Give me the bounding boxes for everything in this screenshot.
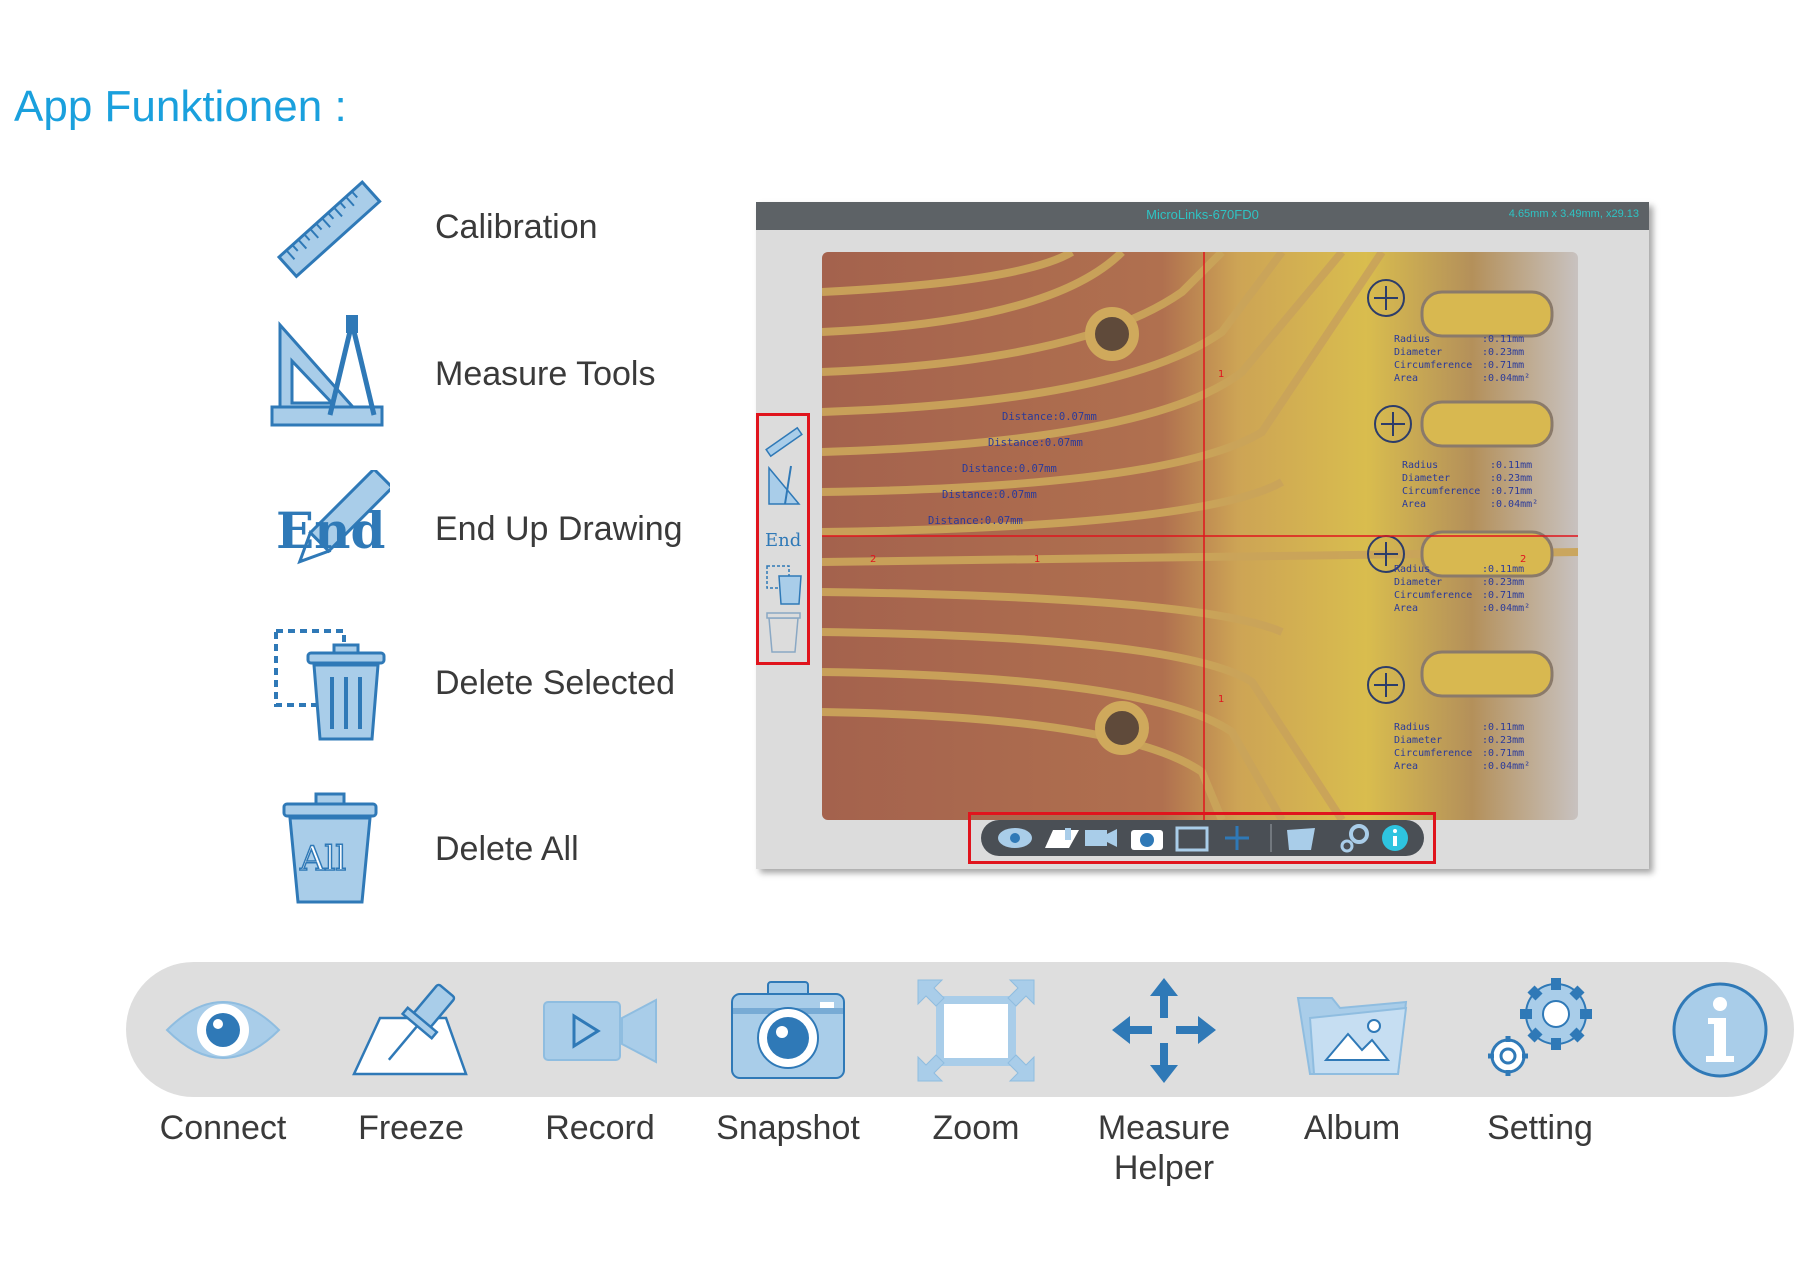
- svg-text:Radius: Radius: [1394, 722, 1430, 733]
- svg-text::0.04mm²: :0.04mm²: [1482, 603, 1530, 614]
- svg-text:End: End: [765, 530, 801, 551]
- toolbar-label-measure-helper: Measure Helper: [1097, 1109, 1231, 1187]
- svg-text::0.23mm: :0.23mm: [1482, 735, 1524, 746]
- camera-icon[interactable]: [728, 978, 848, 1083]
- mini-measure-tools-icon[interactable]: [768, 465, 801, 505]
- svg-text::0.11mm: :0.11mm: [1482, 722, 1524, 733]
- mini-toolbar-highlight: [968, 812, 1436, 864]
- feature-label-delete-selected: Delete Selected: [435, 664, 676, 702]
- side-tool-strip: End: [756, 413, 810, 665]
- svg-text::0.04mm²: :0.04mm²: [1482, 761, 1530, 772]
- mini-album-icon[interactable]: [1287, 828, 1315, 850]
- end-pencil-icon: End: [276, 470, 390, 565]
- feature-label-measure-tools: Measure Tools: [435, 355, 656, 393]
- svg-text:Circumference: Circumference: [1394, 590, 1472, 601]
- field-of-view-info: 4.65mm x 3.49mm, x29.13: [1508, 208, 1639, 220]
- svg-text:Area: Area: [1394, 373, 1418, 384]
- svg-text:1: 1: [1034, 554, 1040, 565]
- svg-text::0.23mm: :0.23mm: [1482, 347, 1524, 358]
- toolbar-label-snapshot: Snapshot: [716, 1109, 860, 1147]
- svg-text::0.23mm: :0.23mm: [1482, 577, 1524, 588]
- svg-text:End: End: [276, 501, 385, 560]
- mini-video-icon[interactable]: [1085, 829, 1117, 847]
- svg-text:Diameter: Diameter: [1394, 347, 1442, 358]
- gears-icon[interactable]: [1480, 978, 1600, 1083]
- svg-text::0.71mm: :0.71mm: [1482, 360, 1524, 371]
- microscope-image: 2 1 2 1 1 Distance:0.07mm Distance:0.07m…: [822, 252, 1578, 820]
- toolbar-label-setting: Setting: [1487, 1109, 1593, 1147]
- svg-text:All: All: [299, 839, 346, 879]
- mini-delete-all-icon[interactable]: [766, 612, 801, 653]
- mini-pushpin-icon[interactable]: [1045, 828, 1079, 848]
- video-camera-icon[interactable]: [540, 978, 660, 1083]
- svg-text:Diameter: Diameter: [1394, 577, 1442, 588]
- mini-gears-icon[interactable]: [1340, 824, 1369, 853]
- svg-text:Circumference: Circumference: [1394, 748, 1472, 759]
- svg-text::0.71mm: :0.71mm: [1482, 590, 1524, 601]
- trash-selected-icon: [274, 629, 386, 741]
- mini-toolbar: [981, 820, 1424, 856]
- mini-camera-icon[interactable]: [1131, 830, 1163, 850]
- svg-text:Area: Area: [1394, 761, 1418, 772]
- trash-all-icon: All: [282, 792, 378, 904]
- mini-eye-icon[interactable]: [998, 828, 1032, 848]
- svg-text:2: 2: [870, 554, 876, 565]
- move-arrows-icon[interactable]: [1104, 978, 1224, 1083]
- svg-text:Area: Area: [1402, 499, 1426, 510]
- svg-text::0.04mm²: :0.04mm²: [1490, 499, 1538, 510]
- feature-label-calibration: Calibration: [435, 208, 598, 246]
- mini-info-icon[interactable]: [1382, 825, 1408, 851]
- svg-text:Distance:0.07mm: Distance:0.07mm: [962, 463, 1057, 475]
- mini-zoom-icon[interactable]: [1175, 826, 1209, 852]
- eye-icon[interactable]: [163, 978, 283, 1083]
- svg-text:Diameter: Diameter: [1402, 473, 1450, 484]
- zoom-frame-icon[interactable]: [916, 978, 1036, 1083]
- svg-text::0.11mm: :0.11mm: [1482, 334, 1524, 345]
- svg-text:1: 1: [1218, 369, 1224, 380]
- svg-text:Distance:0.07mm: Distance:0.07mm: [942, 489, 1037, 501]
- feature-label-delete-all: Delete All: [435, 830, 579, 868]
- svg-text:Circumference: Circumference: [1394, 360, 1472, 371]
- svg-text:Diameter: Diameter: [1394, 735, 1442, 746]
- svg-text::0.11mm: :0.11mm: [1482, 564, 1524, 575]
- mini-end-drawing-icon[interactable]: End: [765, 530, 801, 551]
- svg-text:Radius: Radius: [1394, 564, 1430, 575]
- svg-text:Circumference: Circumference: [1402, 486, 1480, 497]
- svg-text::0.71mm: :0.71mm: [1490, 486, 1532, 497]
- svg-text:1: 1: [1218, 694, 1224, 705]
- screenshot-title-bar: MicroLinks-670FD0 4.65mm x 3.49mm, x29.1…: [756, 202, 1649, 230]
- svg-text:Distance:0.07mm: Distance:0.07mm: [988, 437, 1083, 449]
- toolbar-label-freeze: Freeze: [358, 1109, 464, 1147]
- toolbar-label-zoom: Zoom: [932, 1109, 1020, 1147]
- toolbar-label-album: Album: [1303, 1109, 1401, 1147]
- svg-text:Distance:0.07mm: Distance:0.07mm: [1002, 411, 1097, 423]
- mini-ruler-icon[interactable]: [765, 426, 803, 458]
- svg-text:Radius: Radius: [1402, 460, 1438, 471]
- svg-text::0.71mm: :0.71mm: [1482, 748, 1524, 759]
- svg-text::0.04mm²: :0.04mm²: [1482, 373, 1530, 384]
- svg-text::0.23mm: :0.23mm: [1490, 473, 1532, 484]
- ruler-icon: [276, 180, 382, 279]
- page-title: App Funktionen :: [14, 82, 347, 131]
- svg-text:2: 2: [1520, 554, 1526, 565]
- mini-move-icon[interactable]: [1225, 826, 1249, 850]
- device-name: MicroLinks-670FD0: [1146, 207, 1259, 222]
- album-folder-icon[interactable]: [1292, 978, 1412, 1083]
- info-icon[interactable]: [1660, 978, 1780, 1083]
- app-screenshot: MicroLinks-670FD0 4.65mm x 3.49mm, x29.1…: [756, 202, 1649, 869]
- svg-text:Area: Area: [1394, 603, 1418, 614]
- svg-text::0.11mm: :0.11mm: [1490, 460, 1532, 471]
- mini-delete-selected-icon[interactable]: [766, 565, 802, 605]
- pushpin-icon[interactable]: [350, 978, 470, 1083]
- set-square-compass-icon: [270, 315, 384, 427]
- toolbar-label-connect: Connect: [159, 1109, 287, 1147]
- svg-text:Distance:0.07mm: Distance:0.07mm: [928, 515, 1023, 527]
- svg-text:Radius: Radius: [1394, 334, 1430, 345]
- toolbar-label-record: Record: [545, 1109, 655, 1147]
- feature-label-end-up-drawing: End Up Drawing: [435, 510, 683, 548]
